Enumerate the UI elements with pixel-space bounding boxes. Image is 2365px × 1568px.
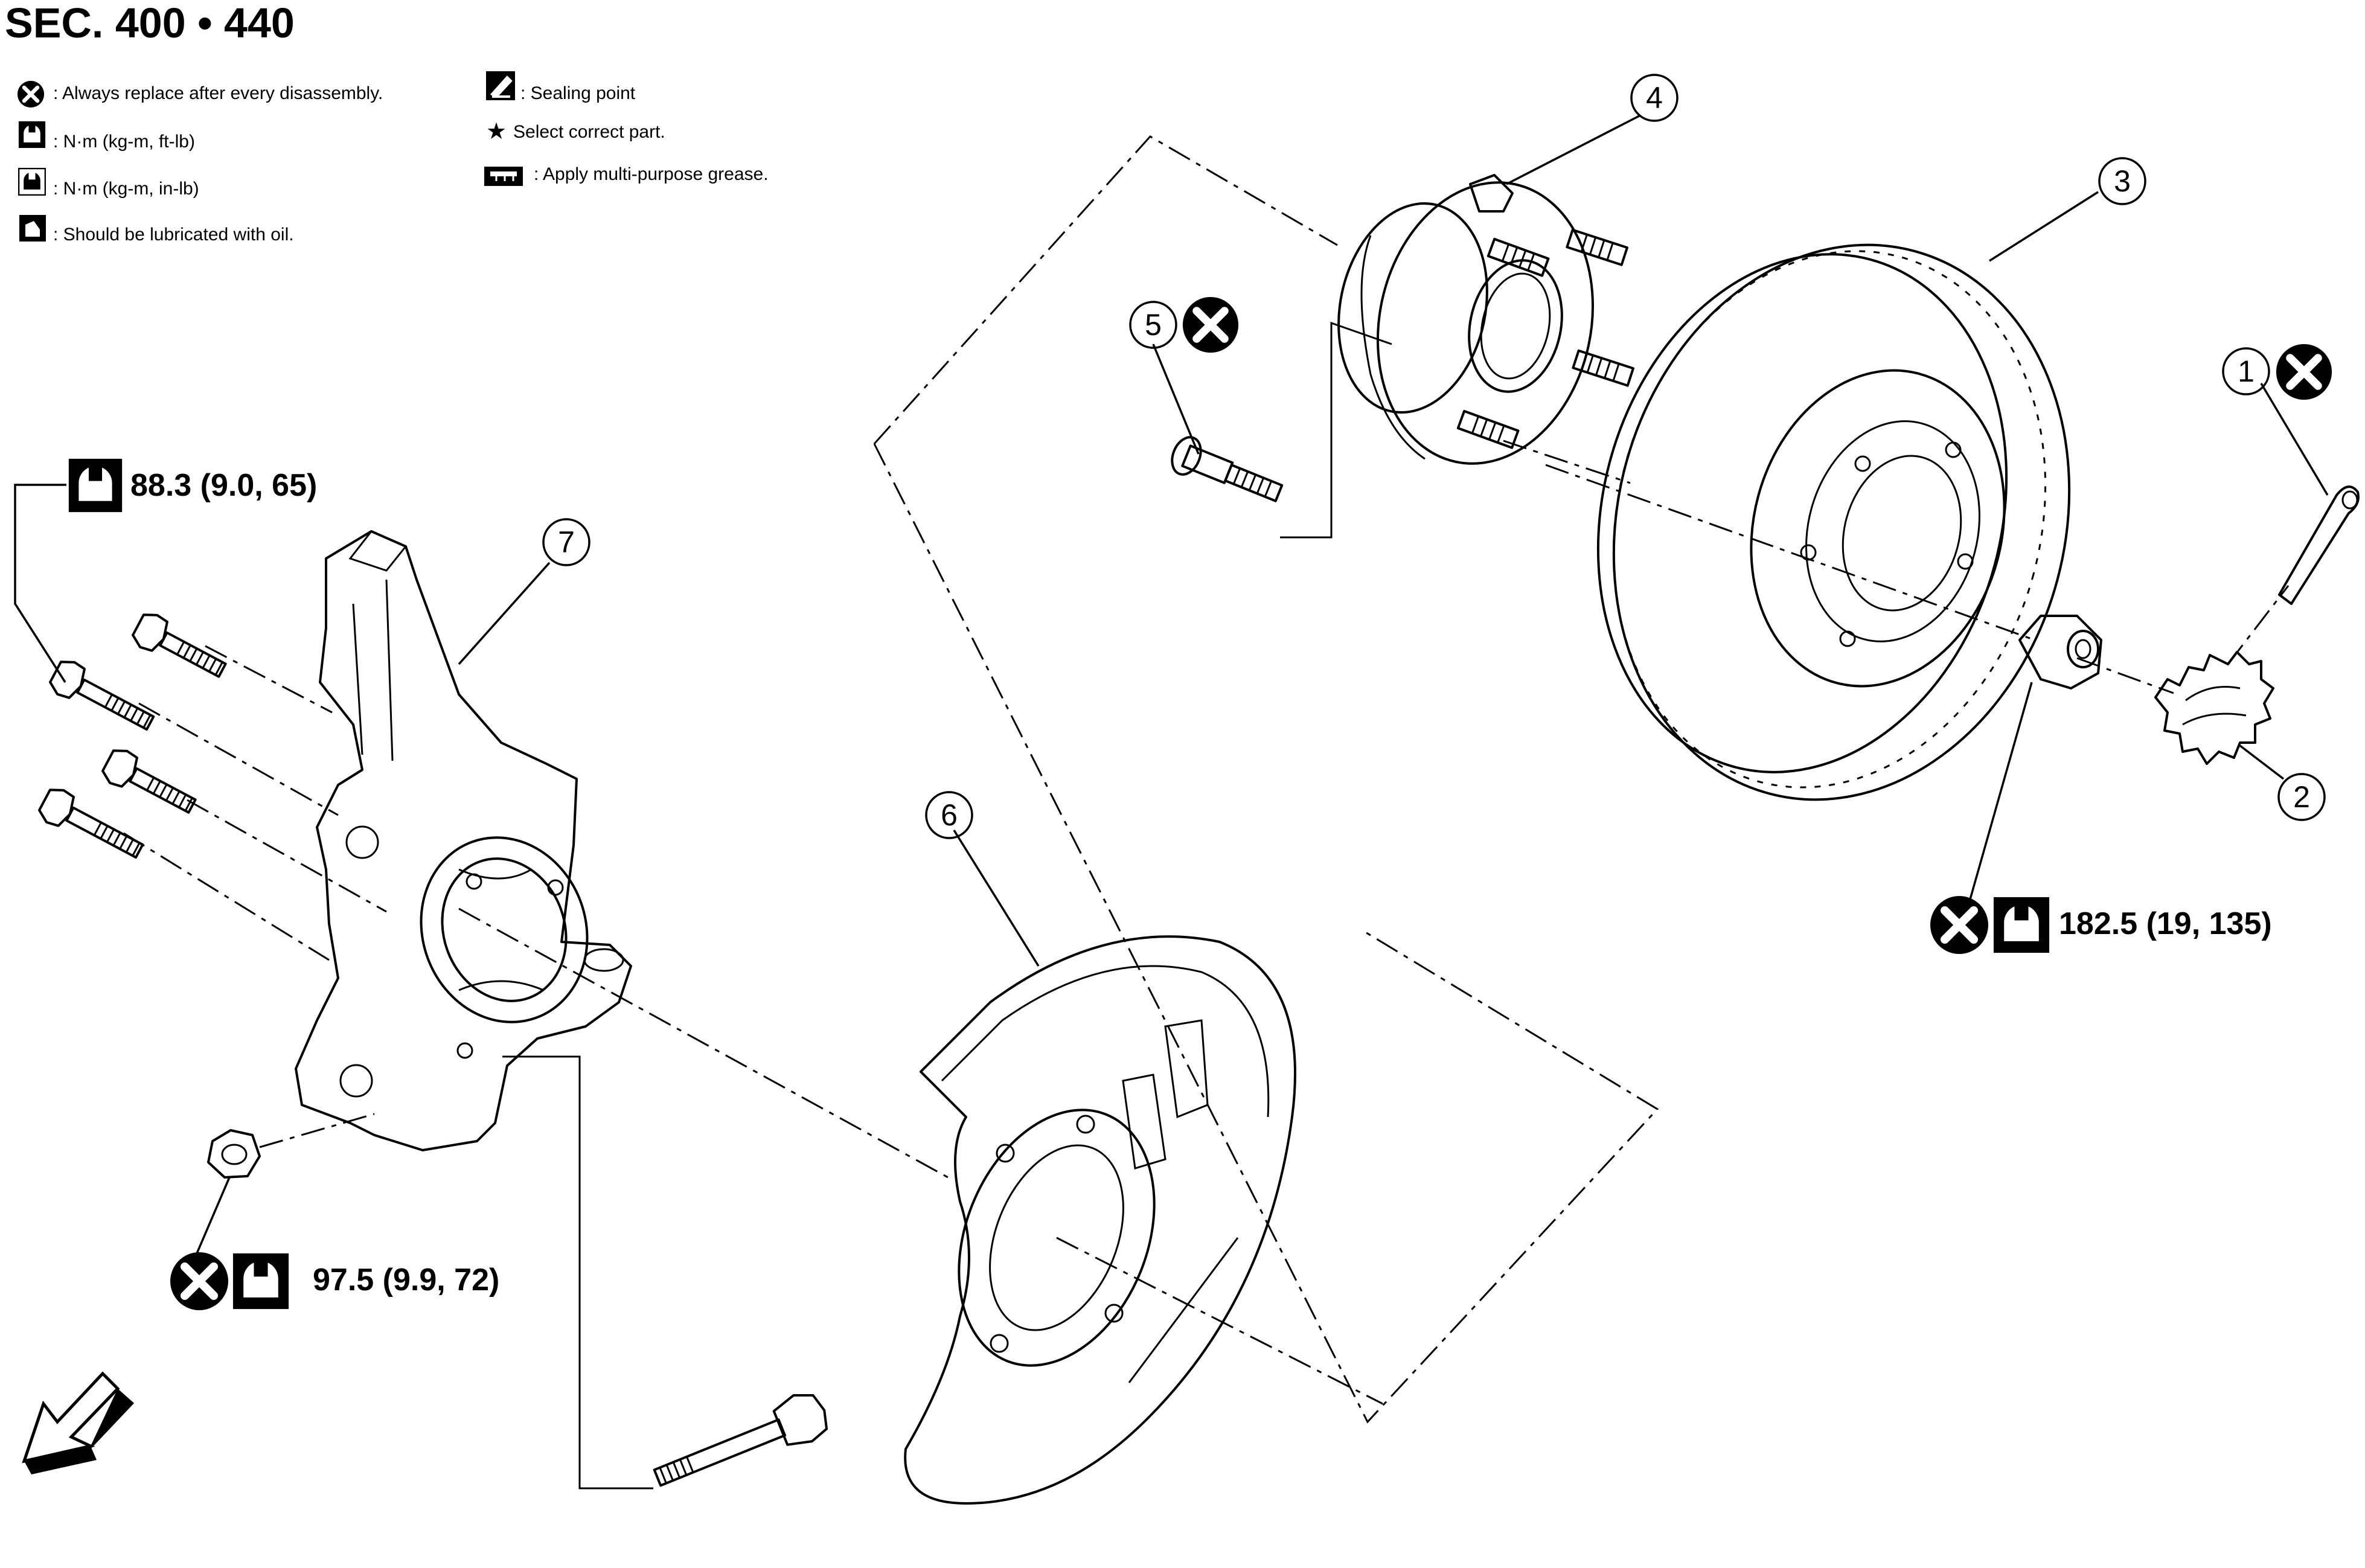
torque-spec-knuckle-bolts: 88.3 (9.0, 65): [68, 458, 317, 513]
star-icon: ★: [486, 119, 507, 144]
lower-bolt: [653, 1394, 828, 1487]
front-arrow-icon: [22, 1371, 134, 1474]
torque-spec-wheel-bearing-nut: 182.5 (19, 135): [1930, 896, 2272, 954]
legend-text-oil: : Should be lubricated with oil.: [53, 225, 294, 245]
legend-text-select-part: Select correct part.: [513, 122, 665, 142]
callout-1: 1: [2222, 344, 2332, 400]
legend-text-replace: : Always replace after every disassembly…: [53, 83, 383, 103]
legend-text-grease: : Apply multi-purpose grease.: [534, 164, 769, 184]
grease-icon: [484, 167, 523, 186]
torque-wrench-icon: [18, 121, 46, 149]
lower-bolt-bracket: [502, 1055, 653, 1490]
callout-number: 5: [1145, 308, 1162, 342]
hub-bolt: [1171, 436, 1284, 502]
x-circle-icon: [1930, 896, 1988, 954]
callout-5: 5: [1129, 297, 1238, 353]
x-circle-icon: [2276, 344, 2332, 400]
torque-value: 182.5 (19, 135): [2059, 906, 2272, 941]
knuckle-nut: [207, 1129, 261, 1179]
assembly-boundary: [873, 135, 1659, 1424]
wheel-hub-bearing: [1337, 174, 1634, 465]
callout-number: 1: [2238, 354, 2255, 388]
torque-wrench-icon: [1993, 897, 2050, 953]
disc-rotor: [1596, 243, 2071, 801]
legend-text-torque-ftlb: : N·m (kg-m, ft-lb): [53, 132, 195, 152]
section-title: SEC. 400 • 440: [5, 0, 295, 46]
knuckle-bolts: [38, 613, 227, 859]
callout-6: 6: [925, 791, 973, 839]
callout-number: 2: [2293, 780, 2310, 814]
legend: : Always replace after every disassembly…: [18, 71, 769, 245]
x-circle-icon: [170, 1252, 228, 1310]
steering-knuckle: [295, 530, 632, 1151]
callout-4: 4: [1630, 74, 1679, 122]
torque-wrench-icon: [68, 458, 123, 513]
torque-wrench-icon: [232, 1253, 289, 1310]
legend-text-sealing: : Sealing point: [520, 83, 636, 103]
x-circle-icon: [1183, 297, 1238, 353]
leader-lines: [14, 115, 2329, 1262]
callout-number: 6: [941, 798, 958, 832]
cotter-pin: [2278, 485, 2360, 605]
splash-guard: [904, 935, 1296, 1505]
torque-wrench-inlb-icon: [18, 168, 46, 196]
torque-value: 97.5 (9.9, 72): [313, 1262, 499, 1298]
torque-spec-knuckle-nut: 97.5 (9.9, 72): [170, 1252, 499, 1310]
callout-2: 2: [2277, 773, 2326, 821]
callout-number: 4: [1646, 81, 1663, 115]
callout-3: 3: [2098, 157, 2146, 205]
sealant-icon: [486, 71, 515, 100]
hub-bolt-bracket: [1280, 321, 1392, 539]
wheel-bearing-nut: [2018, 615, 2102, 690]
adjusting-cap: [2154, 651, 2274, 765]
x-circle-icon: [18, 81, 44, 107]
callout-number: 7: [558, 525, 575, 559]
torque-value: 88.3 (9.0, 65): [130, 468, 317, 503]
legend-text-torque-inlb: : N·m (kg-m, in-lb): [53, 179, 199, 199]
callout-number: 3: [2114, 164, 2131, 198]
callout-7: 7: [542, 518, 590, 566]
oil-can-icon: [19, 215, 46, 242]
